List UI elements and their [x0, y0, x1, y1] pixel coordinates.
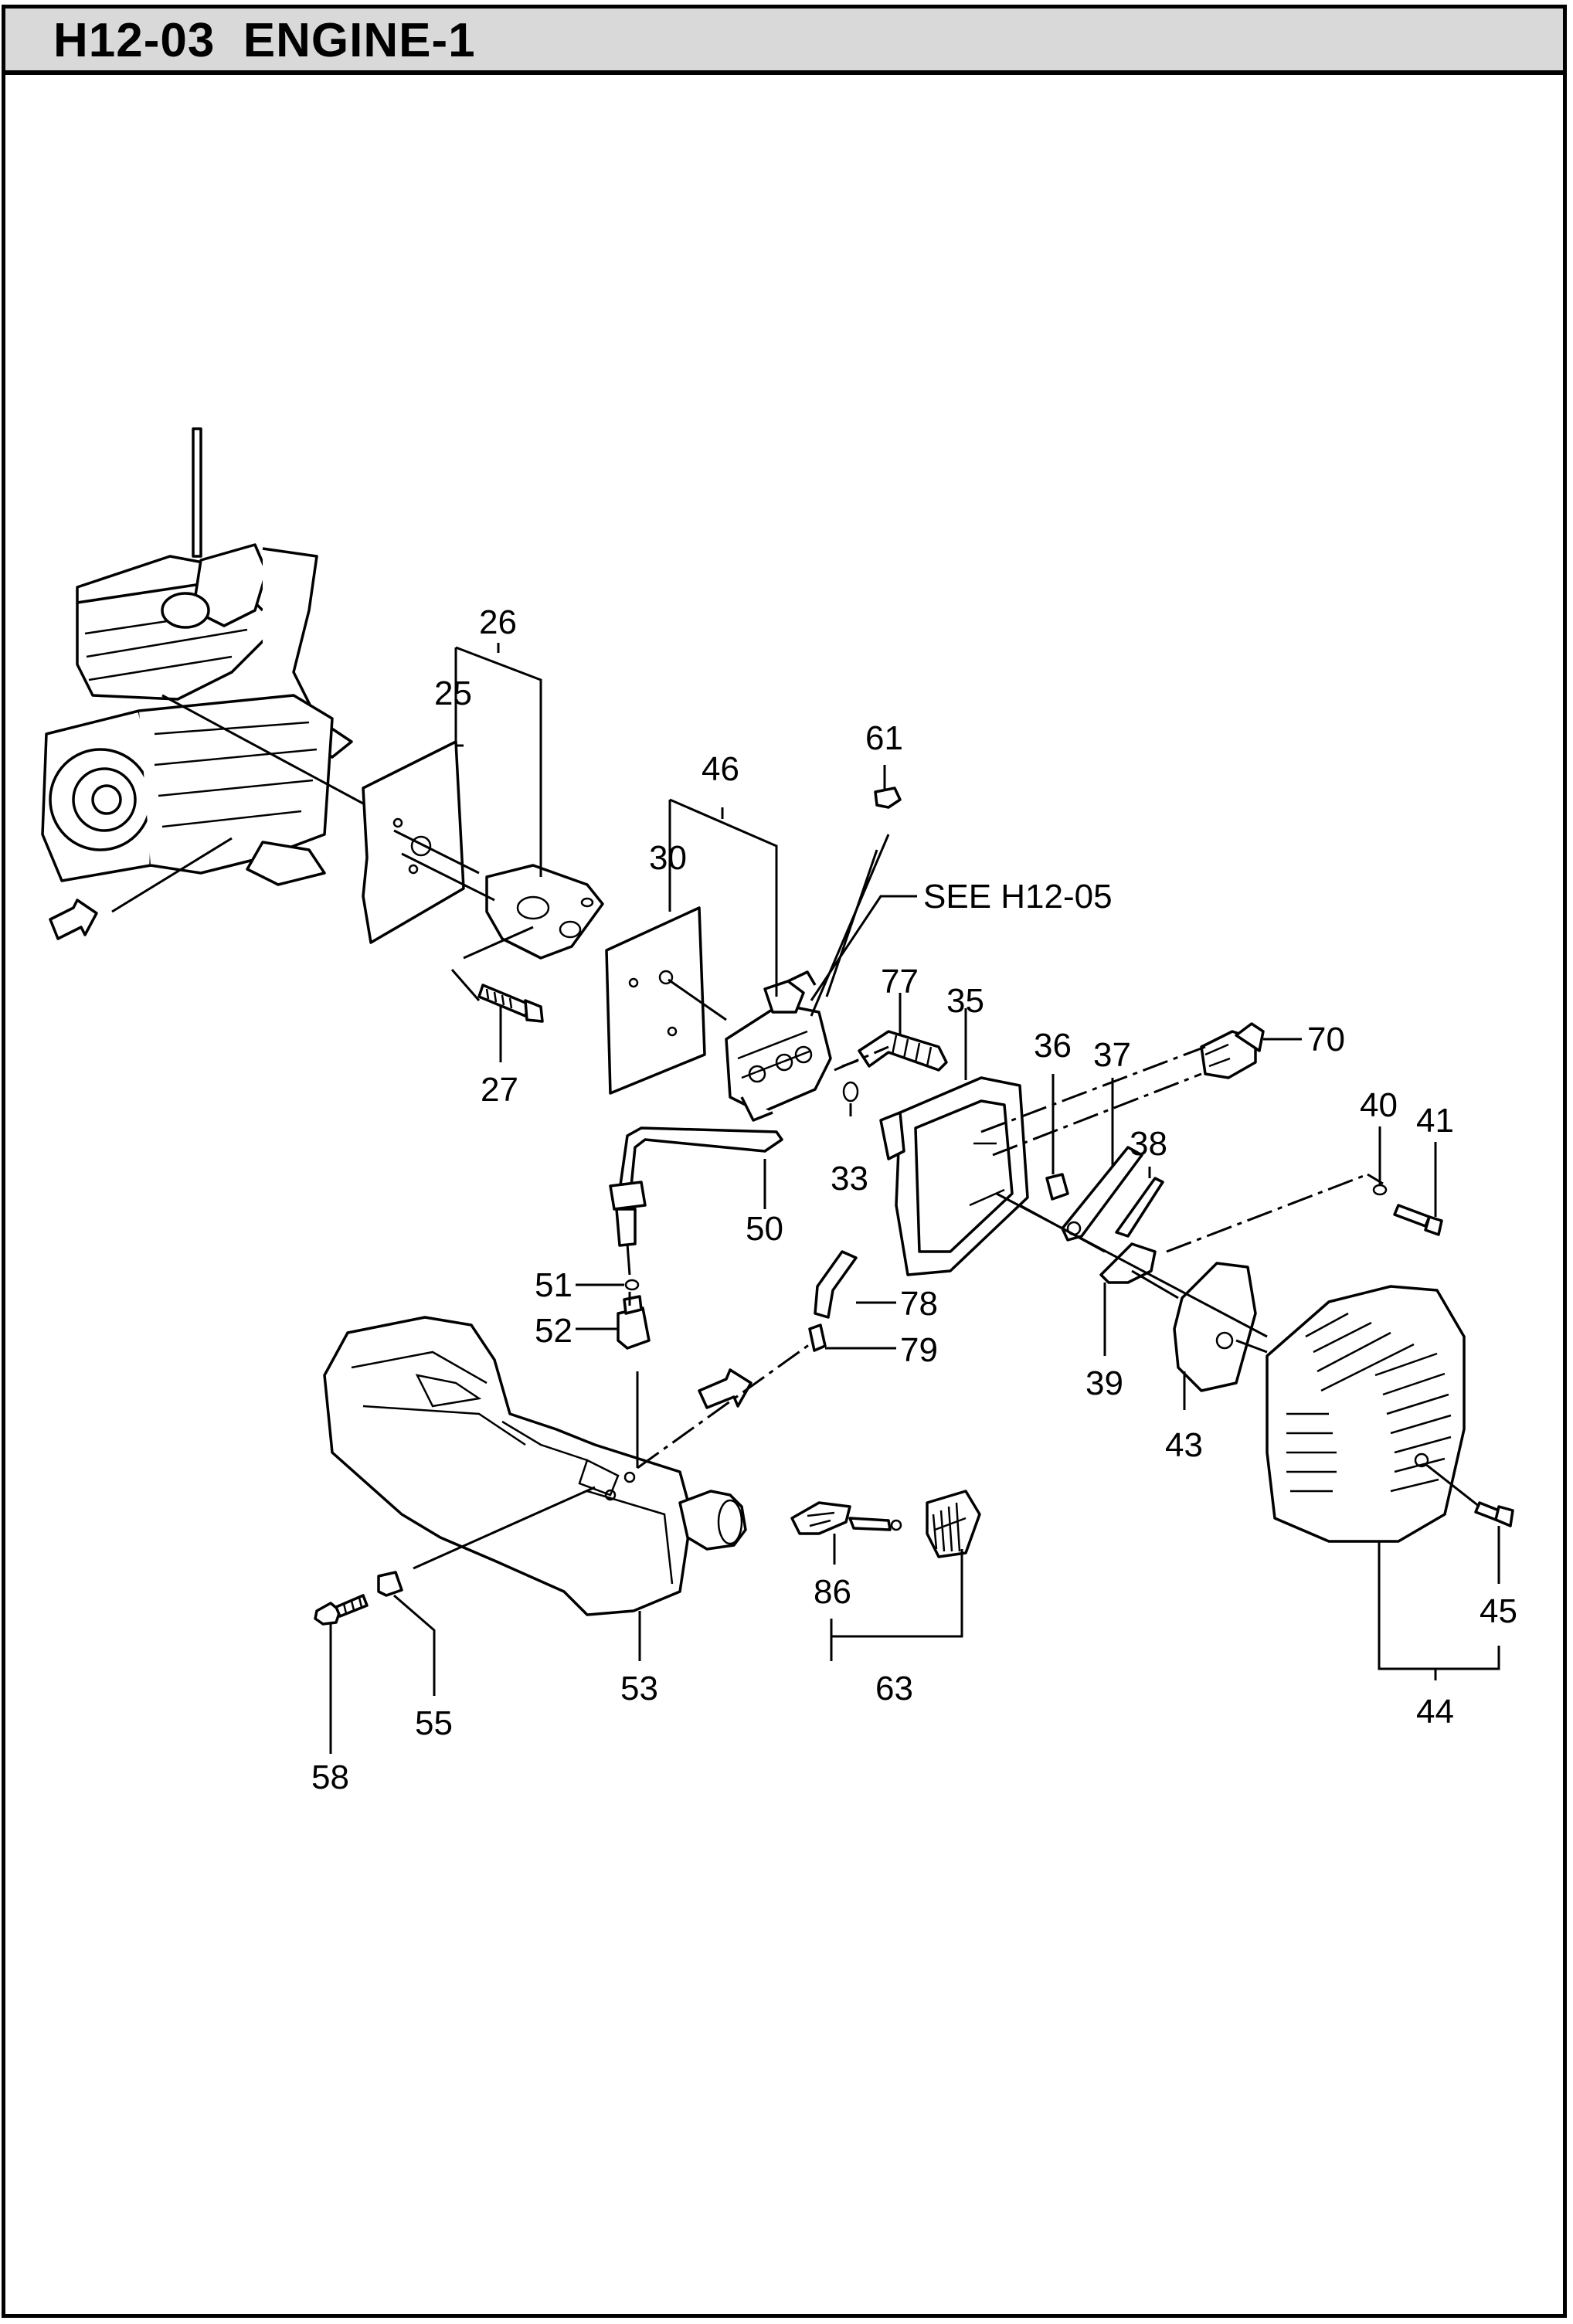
callout-55: 55 — [415, 1704, 453, 1742]
callout-50: 50 — [746, 1210, 783, 1248]
callout-63: 63 — [875, 1670, 913, 1707]
bolt-27 — [477, 984, 544, 1023]
callout-51: 51 — [535, 1266, 572, 1304]
callout-40: 40 — [1360, 1086, 1398, 1124]
callout-30: 30 — [649, 839, 687, 877]
callout-25: 25 — [434, 674, 472, 712]
carburetor — [725, 970, 832, 1122]
callout-61: 61 — [865, 719, 903, 757]
callout-53: 53 — [620, 1670, 658, 1707]
choke-knob-70 — [1200, 1022, 1265, 1079]
grommet-52 — [617, 1295, 651, 1350]
engine-block — [41, 427, 353, 886]
page-frame: H12-03 ENGINE-1 — [2, 5, 1567, 2318]
oring-33 — [842, 1081, 859, 1103]
strap-86 — [790, 1501, 902, 1535]
callout-36: 36 — [1034, 1027, 1072, 1065]
direction-arrow-left — [49, 899, 98, 940]
tube-78 — [814, 1250, 858, 1319]
oring-51 — [624, 1279, 640, 1291]
leader-lines — [329, 643, 1500, 1754]
bolt-58 — [314, 1594, 369, 1626]
callout-39: 39 — [1085, 1364, 1123, 1402]
fuel-tank-53 — [323, 1316, 747, 1616]
callout-52: 52 — [535, 1312, 572, 1350]
air-cleaner-case-35 — [879, 1076, 1029, 1276]
page-title: H12-03 ENGINE-1 — [53, 14, 476, 67]
callout-79: 79 — [900, 1331, 938, 1369]
callout-38: 38 — [1130, 1125, 1167, 1163]
gasket-38 — [1115, 1177, 1164, 1238]
callout-27: 27 — [481, 1071, 518, 1109]
callout-43: 43 — [1165, 1426, 1203, 1464]
gasket-25 — [362, 740, 465, 944]
callout-44: 44 — [1416, 1693, 1454, 1731]
insulator-26 — [485, 864, 604, 960]
grommet-55 — [377, 1571, 403, 1597]
callout-35: 35 — [946, 982, 984, 1020]
collar-36 — [1045, 1173, 1069, 1201]
callout-70: 70 — [1307, 1021, 1345, 1058]
callout-26: 26 — [479, 603, 517, 641]
clip-61 — [874, 787, 902, 809]
bolt-45 — [1474, 1501, 1514, 1527]
callout-77: 77 — [881, 963, 919, 1001]
fuel-pipe-50 — [609, 1126, 783, 1247]
callout-37: 37 — [1093, 1036, 1131, 1074]
callout-45: 45 — [1480, 1592, 1517, 1630]
direction-arrow-tank — [698, 1368, 753, 1409]
cover-44 — [1266, 1285, 1466, 1543]
filter-79 — [808, 1323, 827, 1352]
center-lines — [111, 694, 1480, 1570]
fuel-cap-63 — [926, 1490, 981, 1558]
callout-78: 78 — [900, 1285, 938, 1323]
bolt-41 — [1393, 1204, 1443, 1236]
callout-86: 86 — [814, 1573, 851, 1611]
callout-58: 58 — [311, 1758, 349, 1796]
washer-40 — [1372, 1184, 1388, 1196]
callout-46: 46 — [702, 750, 739, 788]
callout-33: 33 — [831, 1160, 868, 1198]
tube-77 — [858, 1030, 948, 1072]
plate-37 — [1061, 1146, 1143, 1242]
callout-see-h12-05: SEE H12-05 — [923, 878, 1113, 916]
element-43 — [1173, 1262, 1257, 1392]
callout-41: 41 — [1416, 1102, 1454, 1140]
callout-labels: 26 25 27 46 30 61 SEE H12-05 77 35 36 37… — [311, 603, 1517, 1796]
title-bar: H12-03 ENGINE-1 — [5, 8, 1563, 75]
gasket-30 — [605, 906, 706, 1095]
